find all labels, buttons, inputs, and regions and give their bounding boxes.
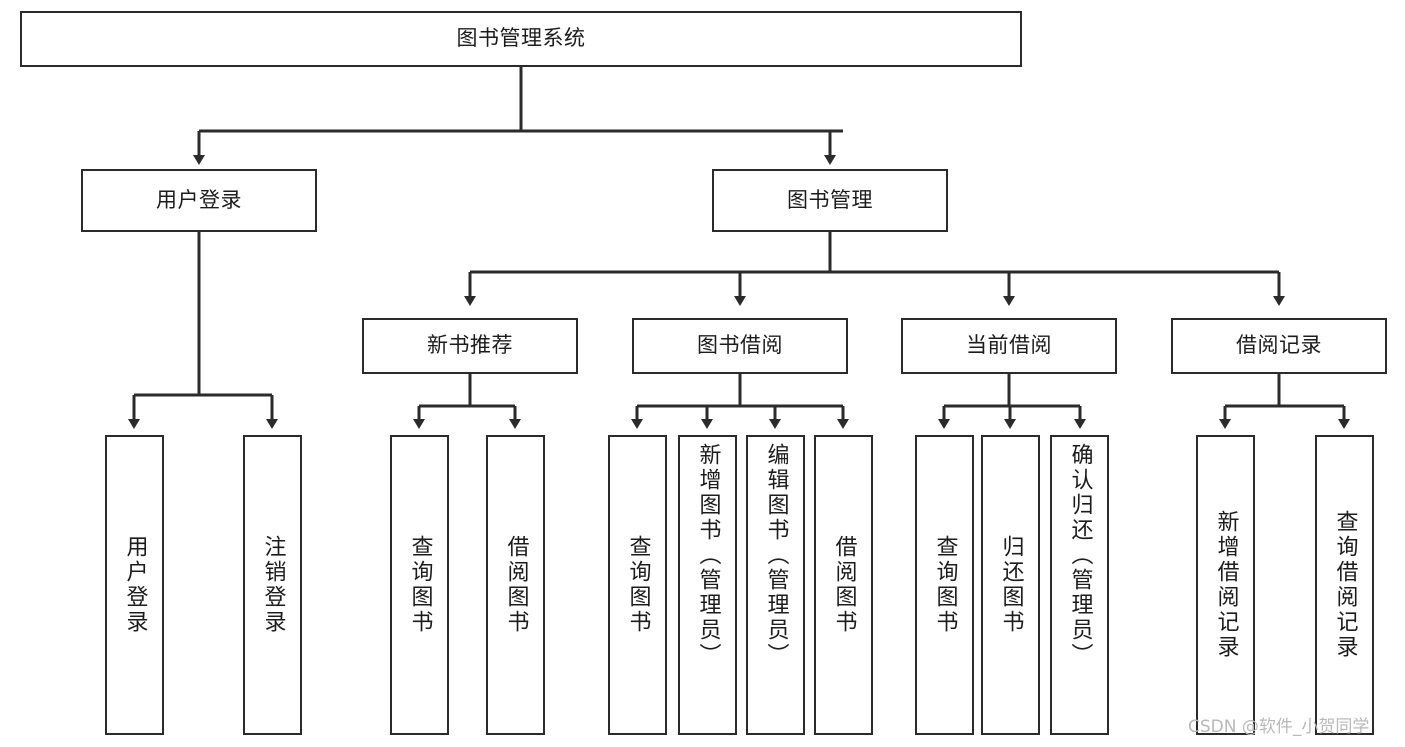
leaf-query-book-recommend[interactable]: 查询图书 <box>390 435 449 735</box>
node-book-borrow[interactable]: 图书借阅 <box>632 318 848 374</box>
node-label: 当前借阅 <box>966 333 1052 358</box>
node-label: 借阅图书 <box>831 535 857 635</box>
leaf-return-book[interactable]: 归还图书 <box>981 435 1040 735</box>
node-book-management[interactable]: 图书管理 <box>712 169 948 232</box>
node-label: 图书借阅 <box>697 333 783 358</box>
node-current-borrow[interactable]: 当前借阅 <box>901 318 1117 374</box>
node-label: 新增借阅记录 <box>1213 510 1239 660</box>
leaf-logout-login[interactable]: 注销登录 <box>243 435 302 735</box>
node-borrow-record[interactable]: 借阅记录 <box>1171 318 1387 374</box>
leaf-query-borrow-record[interactable]: 查询借阅记录 <box>1315 435 1374 735</box>
leaf-query-book-borrow[interactable]: 查询图书 <box>608 435 667 735</box>
node-label: 图书管理系统 <box>456 26 586 51</box>
node-new-book-recommend[interactable]: 新书推荐 <box>362 318 578 374</box>
node-label: 查询图书 <box>625 535 651 635</box>
leaf-confirm-return-admin[interactable]: 确认归还（管理员） <box>1050 435 1109 735</box>
node-label: 注销登录 <box>260 535 286 635</box>
leaf-query-book-current[interactable]: 查询图书 <box>915 435 974 735</box>
node-label: 新增图书（管理员） <box>695 443 721 668</box>
leaf-add-book-admin[interactable]: 新增图书（管理员） <box>678 435 737 735</box>
leaf-borrow-book-recommend[interactable]: 借阅图书 <box>486 435 545 735</box>
node-label: 查询借阅记录 <box>1332 510 1358 660</box>
leaf-user-login[interactable]: 用户登录 <box>105 435 164 735</box>
node-label: 用户登录 <box>122 535 148 635</box>
node-label: 用户登录 <box>156 187 242 212</box>
node-label: 归还图书 <box>998 535 1024 635</box>
node-user-login[interactable]: 用户登录 <box>81 169 317 232</box>
leaf-edit-book-admin[interactable]: 编辑图书（管理员） <box>746 435 805 735</box>
leaf-add-borrow-record[interactable]: 新增借阅记录 <box>1196 435 1255 735</box>
csdn-watermark: CSDN @软件_小贺同学 <box>1188 717 1370 737</box>
node-label: 查询图书 <box>407 535 433 635</box>
node-label: 确认归还（管理员） <box>1067 443 1093 668</box>
node-label: 编辑图书（管理员） <box>763 443 789 668</box>
node-label: 借阅记录 <box>1236 333 1322 358</box>
node-label: 图书管理 <box>787 187 873 212</box>
node-label: 新书推荐 <box>427 333 513 358</box>
node-root-book-management-system[interactable]: 图书管理系统 <box>20 11 1022 67</box>
leaf-borrow-book[interactable]: 借阅图书 <box>814 435 873 735</box>
node-label: 借阅图书 <box>503 535 529 635</box>
node-label: 查询图书 <box>932 535 958 635</box>
